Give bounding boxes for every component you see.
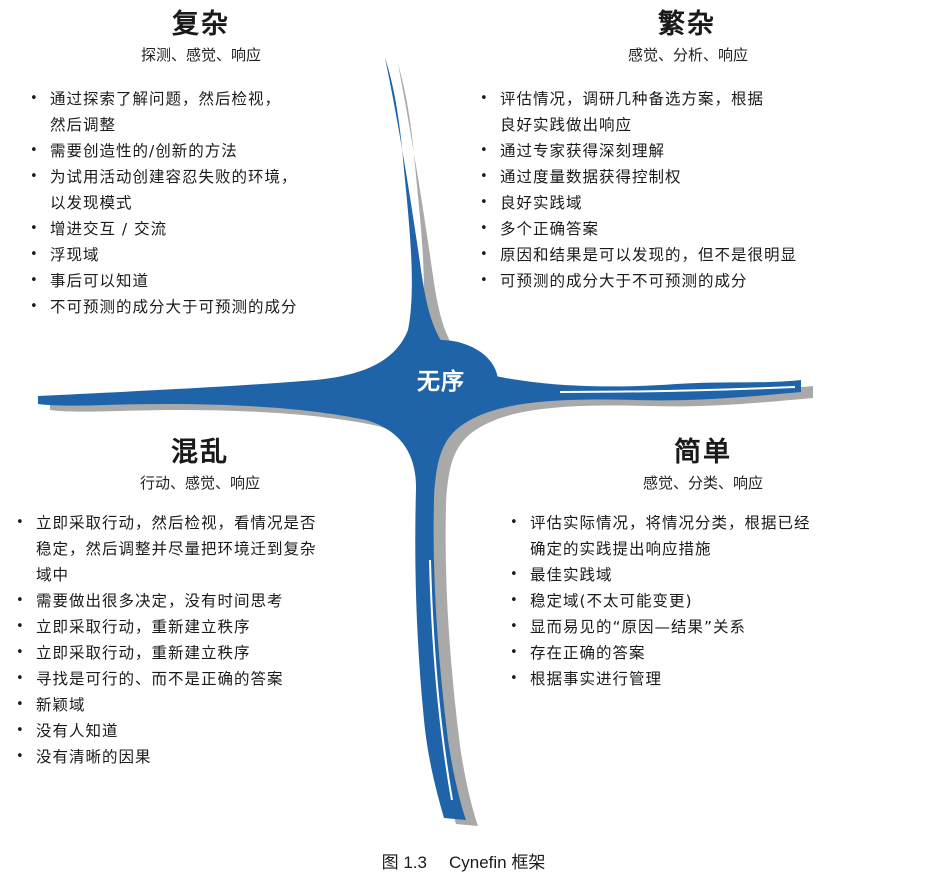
- list-item: 增进交互 / 交流: [28, 216, 388, 242]
- river-branch-left: [39, 369, 331, 388]
- list-item: 通过探索了解问题，然后检视， 然后调整: [28, 86, 388, 138]
- list-item: 不可预测的成分大于可预测的成分: [28, 294, 388, 320]
- quadrant-complicated: 繁杂 感觉、分析、响应 评估情况，调研几种备选方案，根据 良好实践做出响应 通过…: [478, 8, 898, 294]
- figure-caption: 图 1.3 Cynefin 框架: [0, 848, 927, 873]
- list-item: 最佳实践域: [508, 562, 908, 588]
- list-item: 立即采取行动，然后检视，看情况是否 稳定，然后调整并尽量把环境迁到复杂 域中: [14, 510, 406, 588]
- quadrant-chaotic-subtitle: 行动、感觉、响应: [139, 474, 260, 492]
- list-item: 新颖域: [14, 692, 406, 718]
- list-item: 可预测的成分大于不可预测的成分: [478, 268, 898, 294]
- quadrant-complex-list: 通过探索了解问题，然后检视， 然后调整 需要创造性的/创新的方法 为试用活动创建…: [28, 86, 388, 320]
- list-item: 浮现域: [28, 242, 388, 268]
- river-branch-right: [559, 386, 796, 393]
- list-item: 立即采取行动，重新建立秩序: [14, 614, 406, 640]
- list-item: 根据事实进行管理: [508, 666, 908, 692]
- quadrant-complex-subtitle: 探测、感觉、响应: [140, 46, 261, 64]
- list-item: 显而易见的“原因—结果”关系: [508, 614, 908, 640]
- list-item: 原因和结果是可以发现的，但不是很明显: [478, 242, 898, 268]
- list-item: 需要做出很多决定，没有时间思考: [14, 588, 406, 614]
- list-item: 多个正确答案: [478, 216, 898, 242]
- quadrant-chaotic-list: 立即采取行动，然后检视，看情况是否 稳定，然后调整并尽量把环境迁到复杂 域中 需…: [14, 510, 406, 770]
- list-item: 立即采取行动，重新建立秩序: [14, 640, 406, 666]
- list-item: 通过度量数据获得控制权: [478, 164, 898, 190]
- quadrant-simple-title: 简单: [674, 437, 732, 468]
- quadrant-complex: 复杂 探测、感觉、响应 通过探索了解问题，然后检视， 然后调整 需要创造性的/创…: [28, 8, 388, 320]
- list-item: 评估实际情况，将情况分类，根据已经 确定的实践提出响应措施: [508, 510, 908, 562]
- quadrant-chaotic: 混乱 行动、感觉、响应 立即采取行动，然后检视，看情况是否 稳定，然后调整并尽量…: [14, 436, 406, 770]
- list-item: 需要创造性的/创新的方法: [28, 138, 388, 164]
- figure-title: Cynefin 框架: [448, 853, 546, 872]
- list-item: 存在正确的答案: [508, 640, 908, 666]
- list-item: 评估情况，调研几种备选方案，根据 良好实践做出响应: [478, 86, 898, 138]
- quadrant-complicated-subtitle: 感觉、分析、响应: [627, 46, 748, 64]
- river-branch-bottom: [429, 559, 453, 801]
- quadrant-complicated-list: 评估情况，调研几种备选方案，根据 良好实践做出响应 通过专家获得深刻理解 通过度…: [478, 86, 898, 294]
- quadrant-simple: 简单 感觉、分类、响应 评估实际情况，将情况分类，根据已经 确定的实践提出响应措…: [508, 436, 908, 692]
- quadrant-simple-subtitle: 感觉、分类、响应: [642, 474, 763, 492]
- list-item: 没有人知道: [14, 718, 406, 744]
- list-item: 稳定域(不太可能变更): [508, 588, 908, 614]
- list-item: 寻找是可行的、而不是正确的答案: [14, 666, 406, 692]
- center-label-disorder: 无序: [417, 369, 465, 395]
- list-item: 良好实践域: [478, 190, 898, 216]
- river-center: [382, 340, 498, 424]
- list-item: 为试用活动创建容忍失败的环境， 以发现模式: [28, 164, 388, 216]
- list-item: 没有清晰的因果: [14, 744, 406, 770]
- quadrant-simple-list: 评估实际情况，将情况分类，根据已经 确定的实践提出响应措施 最佳实践域 稳定域(…: [508, 510, 908, 692]
- figure-number: 图 1.3: [381, 853, 427, 872]
- list-item: 通过专家获得深刻理解: [478, 138, 898, 164]
- quadrant-chaotic-title: 混乱: [171, 437, 229, 468]
- river-main: [38, 58, 801, 820]
- list-item: 事后可以知道: [28, 268, 388, 294]
- quadrant-complicated-title: 繁杂: [658, 9, 716, 40]
- quadrant-complex-title: 复杂: [172, 9, 230, 40]
